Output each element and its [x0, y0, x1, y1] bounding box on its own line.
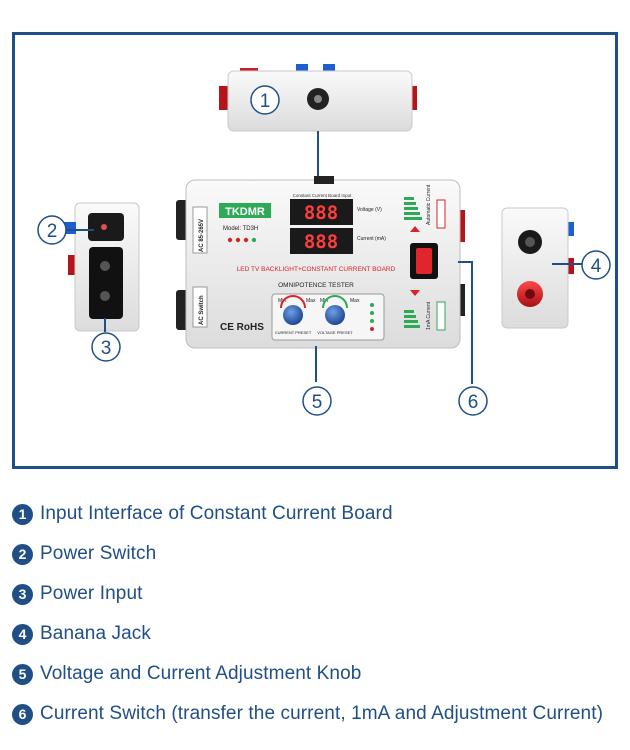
voltage-display: 888	[304, 202, 338, 224]
svg-text:6: 6	[468, 392, 479, 413]
callout-5: 5	[302, 386, 332, 416]
banana-jack-module	[501, 207, 574, 329]
callout-1: 1	[250, 85, 280, 115]
current-display: 888	[304, 231, 338, 253]
svg-text:1: 1	[260, 91, 271, 112]
automatic-current-bars	[404, 197, 422, 220]
legend-text: Power Switch	[40, 543, 157, 564]
knob2-max: Max	[350, 298, 360, 304]
board-label: LED TV BACKLIGHT+CONSTANT CURRENT BOARD	[237, 266, 396, 273]
legend-item-power-switch: 2 Power Switch	[12, 534, 624, 574]
legend-number: 4	[12, 623, 33, 645]
legend-text: Banana Jack	[40, 623, 151, 644]
legend-item-power-input: 3 Power Input	[12, 574, 624, 614]
auto-current-label: Automatic Current	[426, 184, 432, 225]
brand-logo: TKDMR	[225, 206, 265, 218]
input-header-label: Constant Current Board Input	[293, 193, 353, 198]
legend-number: 5	[12, 663, 33, 685]
current-knob-icon	[283, 305, 303, 325]
legend-text: Voltage and Current Adjustment Knob	[40, 663, 362, 684]
legend-item-banana-jack: 4 Banana Jack	[12, 614, 624, 654]
tester-main-unit: AC 85-265V AC Switch TKDMR Model: TD3H C…	[176, 176, 465, 349]
knob1-max: Max	[306, 298, 316, 304]
current-preset-label: CURRENT PRESET	[275, 330, 312, 335]
legend-number: 2	[12, 543, 33, 565]
power-module	[64, 202, 140, 332]
legend-item-input-interface: 1 Input Interface of Constant Current Bo…	[12, 494, 624, 534]
svg-text:2: 2	[47, 221, 58, 242]
callout-3: 3	[91, 332, 121, 362]
voltage-label: Voltage (V)	[357, 207, 382, 213]
cert-label: CE RoHS	[220, 322, 264, 333]
callout-6: 6	[458, 386, 488, 416]
legend-number: 6	[12, 703, 33, 725]
ma-current-label: 1mA Current	[426, 301, 432, 330]
ac-voltage-label: AC 85-265V	[199, 219, 205, 252]
legend-number: 3	[12, 583, 33, 605]
legend-text: Input Interface of Constant Current Boar…	[40, 503, 393, 524]
model-label: Model: TD3H	[223, 226, 258, 232]
legend-number: 1	[12, 503, 33, 525]
brand-badge	[219, 203, 271, 218]
ac-switch-label: AC Switch	[199, 295, 205, 325]
legend-text: Power Input	[40, 583, 143, 604]
svg-text:4: 4	[591, 256, 602, 277]
legend-item-adjustment-knob: 5 Voltage and Current Adjustment Knob	[12, 654, 624, 694]
voltage-knob-icon	[325, 305, 345, 325]
callout-2: 2	[37, 215, 67, 245]
power-socket-icon	[89, 247, 123, 319]
current-label: Current (mA)	[357, 236, 386, 242]
omnipotence-label: OMNIPOTENCE TESTER	[278, 282, 354, 289]
callout-4: 4	[581, 250, 611, 280]
svg-text:3: 3	[101, 338, 112, 359]
input-interface-module	[219, 64, 417, 132]
product-illustration: AC 85-265V AC Switch TKDMR Model: TD3H C…	[37, 64, 611, 416]
ma-current-bars	[404, 310, 420, 328]
voltage-preset-label: VOLTAGE PRESET	[317, 330, 353, 335]
legend-item-current-switch: 6 Current Switch (transfer the current, …	[12, 694, 624, 734]
svg-text:5: 5	[312, 392, 323, 413]
legend-text: Current Switch (transfer the current, 1m…	[40, 703, 604, 724]
legend-list: 1 Input Interface of Constant Current Bo…	[12, 494, 624, 734]
